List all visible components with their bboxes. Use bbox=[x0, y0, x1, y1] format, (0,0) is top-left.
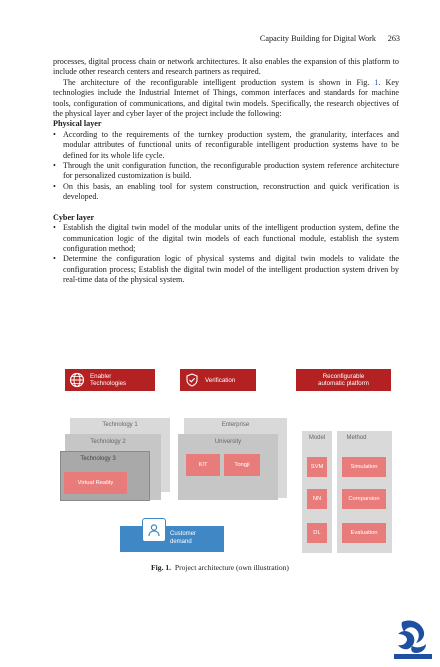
nn-pill: NN bbox=[307, 489, 327, 509]
reconfigurable-label: Reconfigurable automatic platform bbox=[318, 373, 369, 387]
model-label: Model bbox=[308, 435, 326, 441]
method-label: Method bbox=[346, 435, 367, 441]
comparsion-pill: Comparsion bbox=[342, 489, 386, 509]
evaluation-pill: Evaluation bbox=[342, 523, 386, 543]
technology-3-box: Technology 3 Virtual Reality bbox=[60, 451, 150, 501]
watermark-logo bbox=[392, 616, 434, 660]
verification-bar: Verification bbox=[180, 369, 256, 391]
figure-caption: Fig. 1. Project architecture (own illust… bbox=[0, 563, 440, 572]
model-column: Model SVM NN DL bbox=[302, 431, 332, 553]
enterprise-label: Enterprise bbox=[221, 422, 250, 428]
body-text: processes, digital process chain or netw… bbox=[53, 57, 399, 286]
physical-layer-heading: Physical layer bbox=[53, 119, 102, 129]
technology-1-label: Technology 1 bbox=[102, 422, 138, 428]
figure-1-link[interactable]: 1 bbox=[374, 77, 379, 87]
person-icon bbox=[142, 518, 166, 542]
verification-label: Verification bbox=[205, 376, 236, 384]
enabler-technologies-bar: Enabler Technologies bbox=[65, 369, 155, 391]
technology-3-label: Technology 3 bbox=[80, 456, 116, 462]
svm-pill: SVM bbox=[307, 457, 327, 477]
shield-check-icon bbox=[184, 372, 200, 388]
dl-pill: DL bbox=[307, 523, 327, 543]
simulation-pill: Simulation bbox=[342, 457, 386, 477]
caption-label: Fig. 1. bbox=[151, 563, 172, 572]
caption-text: Project architecture (own illustration) bbox=[174, 563, 289, 572]
p2-text-before: The architecture of the reconfigurable i… bbox=[63, 77, 375, 87]
virtual-reality-pill: Virtual Reality bbox=[64, 472, 127, 494]
customer-demand-label: Customer demand bbox=[170, 531, 197, 545]
technology-2-label: Technology 2 bbox=[90, 439, 126, 445]
project-architecture-figure: Enabler Technologies Verification Reconf… bbox=[60, 363, 395, 555]
enabler-label: Enabler Technologies bbox=[90, 373, 127, 387]
physical-layer-list: According to the requirements of the tur… bbox=[53, 130, 399, 203]
customer-demand-box: Customer demand bbox=[120, 518, 224, 552]
list-item: Establish the digital twin model of the … bbox=[53, 223, 399, 254]
reconfigurable-platform-bar: Reconfigurable automatic platform bbox=[296, 369, 391, 391]
list-item: Determine the configuration logic of phy… bbox=[53, 254, 399, 285]
university-label: University bbox=[214, 439, 242, 445]
globe-icon bbox=[69, 372, 85, 388]
kit-pill: KIT bbox=[186, 454, 220, 476]
p2-text-after: . Key technologies include the Industria… bbox=[53, 77, 400, 119]
university-box: University KIT Tongji bbox=[178, 434, 278, 500]
list-item: According to the requirements of the tur… bbox=[53, 130, 399, 161]
list-item: Through the unit configuration function,… bbox=[53, 161, 399, 182]
tongji-pill: Tongji bbox=[224, 454, 260, 476]
cyber-layer-heading: Cyber layer bbox=[53, 212, 95, 222]
list-item: On this basis, an enabling tool for syst… bbox=[53, 182, 399, 203]
cyber-layer-list: Establish the digital twin model of the … bbox=[53, 223, 399, 285]
running-head: Capacity Building for Digital Work 263 bbox=[0, 34, 440, 46]
intro-paragraph-1: processes, digital process chain or netw… bbox=[53, 57, 399, 77]
intro-paragraph-2: The architecture of the reconfigurable i… bbox=[53, 78, 399, 120]
method-column: Method Simulation Comparsion Evaluation bbox=[337, 431, 392, 553]
running-title: Capacity Building for Digital Work bbox=[259, 34, 376, 43]
page-number: 263 bbox=[387, 34, 400, 43]
